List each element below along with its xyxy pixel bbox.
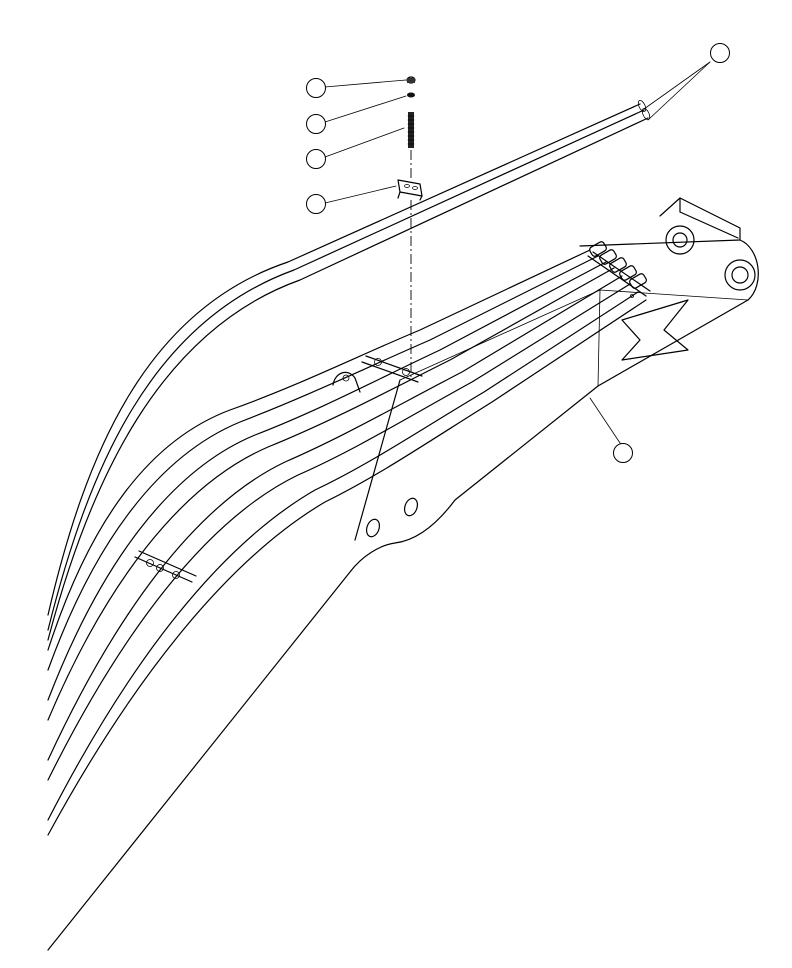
tube-end-fittings [589,241,647,289]
callout-washer [306,114,326,134]
callout-stud [306,149,326,169]
boom-arm [47,197,759,951]
stud-part [407,112,415,148]
clamp-part [397,179,423,201]
callout-nut [306,78,326,98]
callout-boom [613,443,633,463]
washer-part [407,92,415,98]
nut-part [406,76,416,84]
callout-tubes [710,43,730,63]
hydraulic-line-bundle [47,241,651,836]
callout-leaders [324,61,711,447]
exploded-tube-pair [47,100,651,641]
callout-clamp [306,194,326,214]
exploded-hardware [397,76,423,378]
